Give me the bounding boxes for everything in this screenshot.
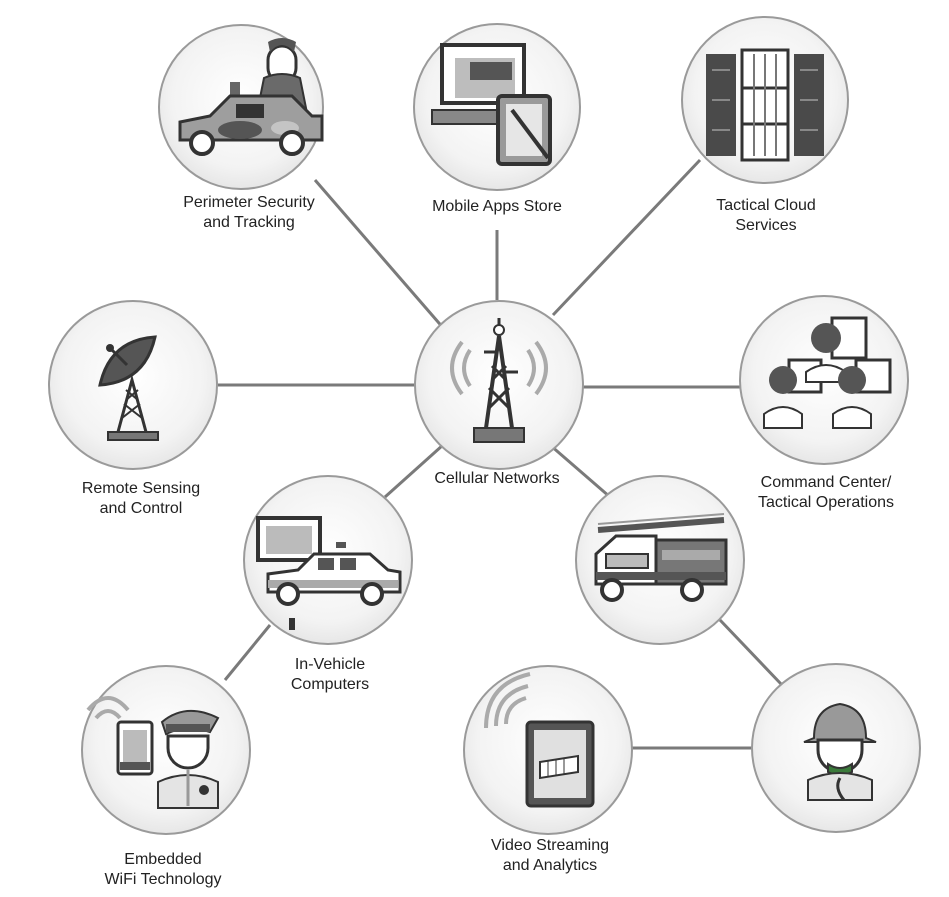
node-label-line: WiFi Technology [104,871,222,888]
operators-at-monitors-icon [763,316,892,429]
node-label-video: Video Streaming and Analytics [491,836,609,876]
node-label-line: and Control [99,500,183,517]
node-label-apps: Mobile Apps Store [432,197,562,217]
node-label-line: and Analytics [502,857,598,874]
hub-label-text: Cellular Networks [434,470,560,487]
node-label-cloud: Tactical Cloud Services [716,196,816,236]
node-label-line: Computers [290,676,370,693]
edge-invehicle-wifi [223,624,272,681]
node-hub [414,300,584,470]
fire-truck-icon [594,513,728,602]
node-label-remote: Remote Sensing and Control [82,479,200,519]
node-label-line: Command Center/ [760,474,892,491]
node-label-command: Command Center/ Tactical Operations [758,473,894,513]
tablet-video-icon [484,672,595,808]
node-label-invehicle: In-Vehicle Computers [291,655,369,695]
computer-tablet-icon [431,43,552,166]
hub-label: Cellular Networks [434,469,559,489]
edge-hub-cloud [551,158,702,317]
node-label-line: Perimeter Security [183,194,315,211]
node-label-line: In-Vehicle [294,656,366,673]
firefighter-icon [803,702,877,801]
node-label-line: Video Streaming [491,837,609,854]
node-label-line: Embedded [124,851,202,868]
edge-hub-firetruck [549,443,611,499]
edge-firetruck-firefighter [718,618,784,687]
node-label-line: Tactical Operations [757,494,895,511]
police-officer-phone-icon [86,696,220,809]
cell-tower-icon [450,318,548,443]
police-car-laptop-icon [256,516,402,630]
node-label-line: Remote Sensing [81,480,201,497]
connector-lines [218,158,784,750]
military-vehicle-soldier-icon [178,38,324,156]
node-label-wifi: Embedded WiFi Technology [104,850,221,890]
edge-hub-invehicle [383,443,445,499]
server-racks-icon [706,48,824,162]
edge-hub-perimeter [313,179,447,331]
node-label-line: Services [735,217,797,234]
satellite-dish-tower-icon [98,335,159,441]
node-label-line: Mobile Apps Store [432,198,562,215]
node-label-line: Tactical Cloud [716,197,816,214]
node-label-line: and Tracking [203,214,295,231]
node-label-perimeter: Perimeter Security and Tracking [183,193,315,233]
